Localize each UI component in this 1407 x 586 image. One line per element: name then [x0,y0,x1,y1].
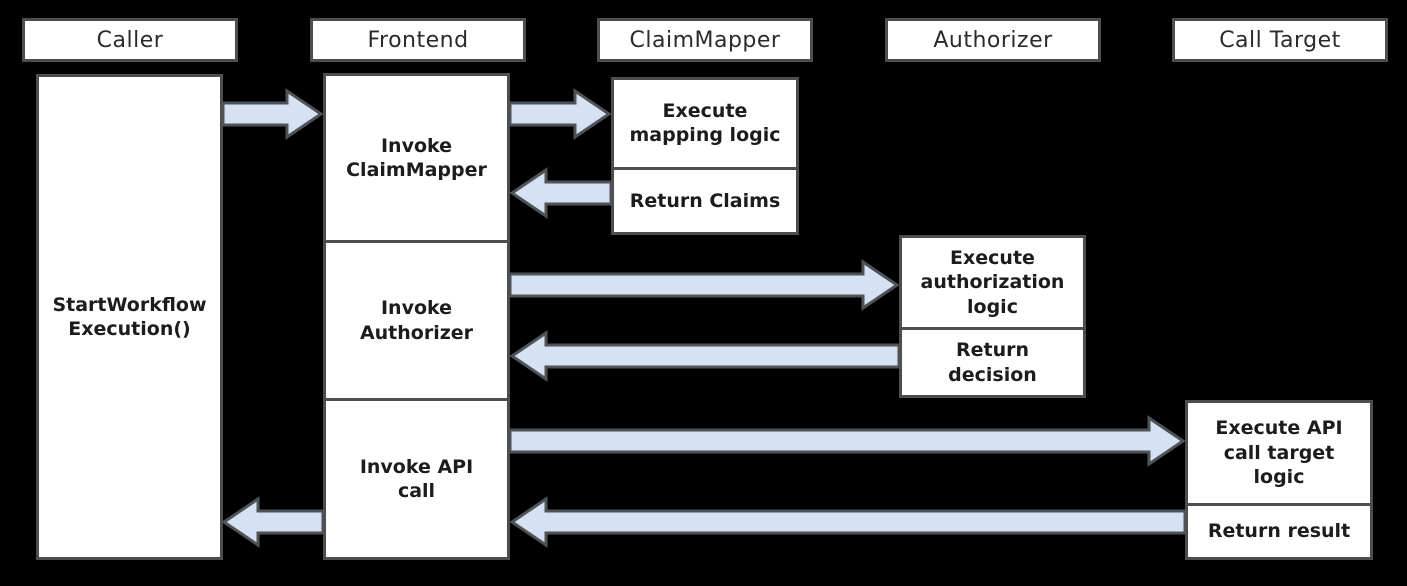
arrow-authorizer-to-frontend-icon [509,330,901,382]
step-invoke-authorizer: Invoke Authorizer [326,240,507,398]
step-invoke-api-call: Invoke API call [326,398,507,557]
step-execute-mapping-logic: Execute mapping logic [629,100,781,147]
activation-claim-mapper: Execute mapping logic Return Claims [611,77,799,235]
lane-header-caller-label: Caller [96,27,164,53]
lane-header-authorizer: Authorizer [885,18,1101,62]
arrow-frontend-to-call-target-icon [508,415,1186,467]
lane-header-call-target: Call Target [1172,18,1388,62]
activation-authorizer: Execute authorization logic Return decis… [899,235,1086,398]
arrow-frontend-to-authorizer-icon [508,259,900,311]
activation-call-target: Execute API call target logic Return res… [1185,400,1373,560]
lane-header-claim-mapper: ClaimMapper [597,18,813,62]
arrow-frontend-to-claim-mapper-icon [508,88,612,140]
lane-header-caller: Caller [22,18,238,62]
lane-header-frontend: Frontend [310,18,526,62]
step-invoke-claim-mapper: Invoke ClaimMapper [346,134,487,181]
lane-header-call-target-label: Call Target [1219,27,1341,53]
step-return-claims: Return Claims [614,166,796,232]
step-return-decision: Return decision [902,327,1083,395]
step-execute-authorization-logic: Execute authorization logic [920,247,1065,318]
lane-header-authorizer-label: Authorizer [933,27,1053,53]
lane-header-claim-mapper-label: ClaimMapper [629,27,781,53]
step-start-workflow-execution: StartWorkflow Execution() [52,293,207,340]
step-return-result: Return result [1188,502,1370,557]
lane-header-frontend-label: Frontend [367,27,469,53]
arrow-call-target-to-frontend-icon [509,496,1187,548]
arrow-claim-mapper-to-frontend-icon [509,167,613,219]
step-execute-api-call-target-logic: Execute API call target logic [1215,417,1343,489]
arrow-caller-to-frontend-icon [221,88,324,140]
activation-caller: StartWorkflow Execution() [36,74,223,560]
arrow-frontend-to-caller-icon [221,496,325,548]
activation-frontend: Invoke ClaimMapper Invoke Authorizer Inv… [323,73,510,560]
